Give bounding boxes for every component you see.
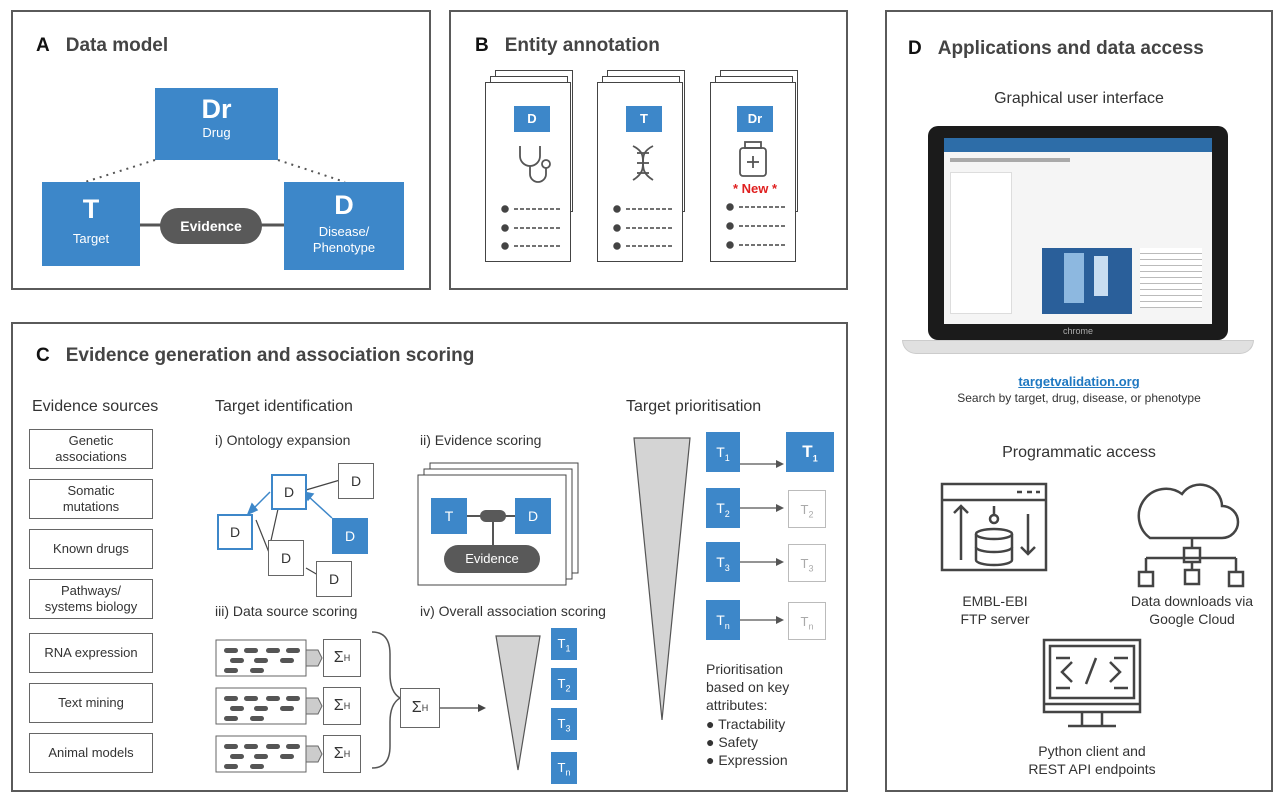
ontology-node-top: D [338, 463, 374, 499]
ontology-node-selected: D [332, 518, 368, 554]
overall-association-title: iv) Overall association scoring [420, 603, 606, 619]
laptop-base [902, 340, 1254, 354]
prior-target-1-in: T1 [706, 432, 740, 472]
evidence-pill: Evidence [160, 208, 262, 244]
prior-target-1-out: T1 [786, 432, 834, 472]
api-label: Python client and REST API endpoints [1028, 743, 1156, 777]
attribute-safety: ● Safety [706, 734, 759, 750]
target-node: T Target [42, 182, 140, 266]
prioritisation-text: Prioritisation based on key attributes: [706, 661, 790, 713]
ontology-expansion-title: i) Ontology expansion [215, 432, 351, 448]
prior-target-2-in: T2 [706, 488, 740, 528]
overall-target-2: T2 [551, 668, 577, 700]
es-evidence-pill: Evidence [444, 545, 540, 573]
ontology-node-bottom: D [316, 561, 352, 597]
gui-header: Graphical user interface [994, 90, 1164, 107]
link-description: Search by target, drug, disease, or phen… [957, 391, 1201, 405]
overall-target-3: T3 [551, 708, 577, 740]
attribute-tractability: ● Tractability [706, 716, 786, 732]
source-rna-expression: RNA expression [29, 633, 153, 673]
source-known-drugs: Known drugs [29, 529, 153, 569]
targetvalidation-link[interactable]: targetvalidation.org [1018, 374, 1140, 389]
new-tag: * New * [732, 181, 778, 196]
card-badge-drug: Dr [737, 106, 773, 132]
ontology-node-root: D [217, 514, 253, 550]
target-identification-header: Target identification [215, 398, 353, 415]
source-somatic-mutations: Somatic mutations [29, 479, 153, 519]
prior-target-3-out: T3 [788, 544, 826, 582]
data-source-scoring-title: iii) Data source scoring [215, 603, 358, 619]
prior-target-2-out: T2 [788, 490, 826, 528]
laptop-brand: chrome [1062, 326, 1093, 336]
attribute-expression: ● Expression [706, 752, 788, 768]
es-disease-box: D [515, 498, 551, 534]
programmatic-header: Programmatic access [1002, 444, 1156, 461]
cloud-label: Data downloads via Google Cloud [1130, 593, 1254, 627]
source-pathways: Pathways/ systems biology [29, 579, 153, 619]
card-badge-disease: D [514, 106, 550, 132]
ftp-label: EMBL-EBI FTP server [960, 593, 1030, 627]
drug-node: Dr Drug [155, 88, 278, 160]
laptop-screen: chrome [928, 126, 1228, 340]
target-prioritisation-header: Target prioritisation [626, 398, 762, 415]
web-app-screenshot [944, 138, 1212, 324]
overall-target-1: T1 [551, 628, 577, 660]
evidence-sources-header: Evidence sources [32, 398, 159, 415]
prior-target-3-in: T3 [706, 542, 740, 582]
es-target-box: T [431, 498, 467, 534]
prior-target-n-out: Tn [788, 602, 826, 640]
source-text-mining: Text mining [29, 683, 153, 723]
ontology-node-mid: D [271, 474, 307, 510]
overall-target-n: Tn [551, 752, 577, 784]
card-badge-target: T [626, 106, 662, 132]
ontology-node-lower: D [268, 540, 304, 576]
prior-target-n-in: Tn [706, 600, 740, 640]
source-animal-models: Animal models [29, 733, 153, 773]
disease-node: D Disease/ Phenotype [284, 182, 404, 270]
source-genetic-associations: Genetic associations [29, 429, 153, 469]
evidence-scoring-title: ii) Evidence scoring [420, 432, 542, 448]
